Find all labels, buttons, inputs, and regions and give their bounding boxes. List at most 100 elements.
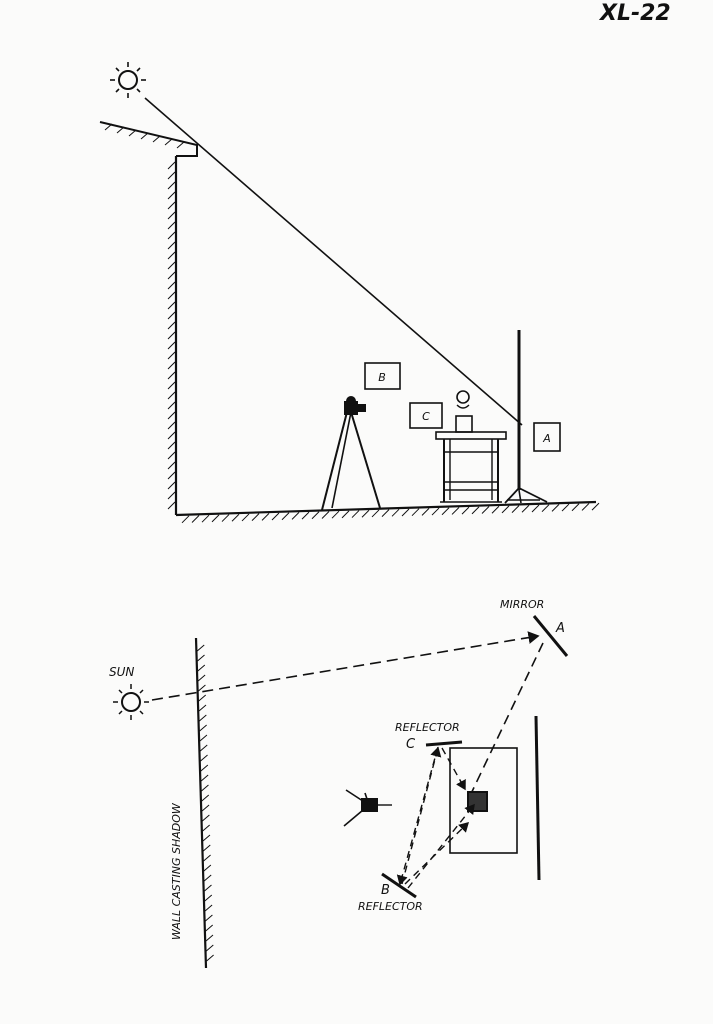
camera-tripod — [321, 396, 381, 511]
hatch-stroke — [206, 954, 214, 962]
hatch-stroke — [251, 513, 260, 522]
background-screen — [534, 715, 541, 881]
sun-ray-line — [144, 97, 523, 426]
elevation-view — [99, 62, 600, 524]
reflector-b-letter: B — [381, 883, 390, 898]
hatch-stroke — [167, 211, 176, 220]
plan-wall-hatch — [196, 644, 214, 962]
hatch-stroke — [381, 509, 390, 517]
hatch-stroke — [167, 491, 176, 500]
hatch-stroke — [167, 191, 176, 200]
hatch-stroke — [202, 824, 210, 832]
hatch-stroke — [311, 511, 320, 520]
hatch-stroke — [200, 754, 208, 762]
hatch-stroke — [202, 834, 211, 842]
hatch-stroke — [167, 461, 176, 470]
hatch-stroke — [481, 506, 490, 514]
mirror-a — [532, 615, 569, 657]
hatch-stroke — [271, 512, 280, 521]
hatch-stroke — [200, 774, 209, 782]
card-a-label: A — [542, 432, 551, 445]
hatch-stroke — [198, 684, 206, 692]
hatch-stroke — [199, 744, 208, 752]
hatch-stroke — [551, 504, 560, 512]
hatch-stroke — [431, 507, 440, 516]
hatch-stroke — [203, 874, 212, 882]
hatch-stroke — [199, 714, 207, 722]
hatch-stroke — [205, 934, 214, 942]
hatch-stroke — [201, 784, 209, 792]
hatch-stroke — [202, 844, 211, 852]
hatch-stroke — [351, 510, 360, 518]
plan-view — [113, 615, 569, 969]
hatch-stroke — [301, 511, 310, 520]
hatch-stroke — [241, 513, 250, 522]
hatch-stroke — [167, 261, 176, 270]
hatch-stroke — [204, 904, 213, 912]
hatch-stroke — [196, 644, 205, 652]
hatch-stroke — [211, 514, 220, 523]
reflector-c-letter: C — [406, 737, 416, 752]
hatch-stroke — [571, 503, 580, 512]
hatch-stroke — [205, 914, 213, 922]
hatch-stroke — [561, 503, 570, 512]
hatch-stroke — [231, 513, 240, 522]
hatch-stroke — [471, 506, 480, 515]
hatch-stroke — [199, 724, 207, 732]
hatch-stroke — [167, 291, 176, 300]
wall-hatch — [167, 161, 176, 510]
hatch-stroke — [167, 161, 176, 170]
hatch-stroke — [521, 504, 530, 513]
card-b — [364, 362, 401, 390]
hatch-stroke — [167, 381, 176, 390]
hatch-stroke — [167, 401, 176, 410]
sun-label: SUN — [109, 665, 134, 679]
card-b-label: B — [378, 371, 386, 384]
hatch-stroke — [197, 664, 206, 672]
mirror-letter: A — [555, 621, 565, 636]
hatch-stroke — [167, 301, 176, 310]
hatch-stroke — [167, 421, 176, 430]
reflector-b-label: REFLECTOR — [358, 900, 423, 913]
hatch-stroke — [331, 510, 340, 519]
sun-to-mirror-ray — [151, 631, 540, 701]
table — [435, 431, 507, 503]
hatch-stroke — [531, 504, 540, 513]
hatch-stroke — [321, 511, 330, 519]
hatch-stroke — [581, 503, 590, 511]
hatch-stroke — [401, 508, 410, 517]
hatch-stroke — [451, 507, 460, 515]
hatch-stroke — [167, 281, 176, 290]
hatch-stroke — [167, 231, 176, 240]
hatch-stroke — [291, 512, 300, 520]
hatch-stroke — [191, 515, 200, 523]
hatch-stroke — [204, 894, 213, 902]
mirror-label: MIRROR — [500, 598, 544, 611]
sun-icon — [110, 62, 146, 98]
hatch-stroke — [167, 321, 176, 330]
hatch-stroke — [167, 371, 176, 380]
hatch-stroke — [197, 654, 205, 662]
hatch-stroke — [167, 361, 176, 370]
hatch-stroke — [197, 674, 206, 682]
hatch-stroke — [201, 804, 210, 812]
hatch-stroke — [167, 411, 176, 420]
hatch-stroke — [167, 251, 176, 260]
hatch-stroke — [200, 764, 209, 772]
sheet-code: XL-22 — [598, 1, 671, 26]
sun-plan-icon — [113, 684, 149, 720]
hatch-stroke — [261, 512, 270, 521]
hatch-stroke — [461, 506, 470, 515]
ground-hatch — [181, 502, 600, 524]
subject-bust — [455, 390, 473, 433]
hatch-stroke — [167, 341, 176, 350]
hatch-stroke — [167, 451, 176, 460]
reflector-c — [425, 740, 463, 747]
hatch-stroke — [203, 864, 212, 872]
hatch-stroke — [167, 481, 176, 490]
hatch-stroke — [199, 734, 208, 742]
hatch-stroke — [167, 241, 176, 250]
hatch-stroke — [167, 501, 176, 510]
hatch-stroke — [491, 505, 500, 514]
